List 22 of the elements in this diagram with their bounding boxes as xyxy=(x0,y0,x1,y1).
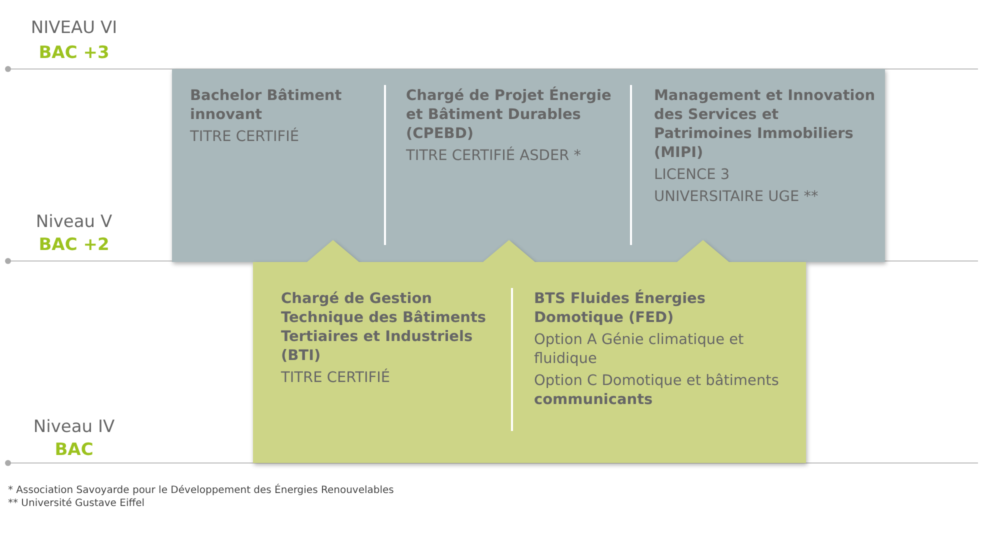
course-title: BTS Fluides Énergies Domotique (FED) xyxy=(534,290,707,328)
footnote: * Association Savoyarde pour le Développement des Énergies Renouvelables xyxy=(8,485,394,496)
level-name: Niveau IV xyxy=(32,416,116,438)
level-name: Niveau V xyxy=(34,211,114,233)
course-detail: TITRE CERTIFIÉ ASDER * xyxy=(406,147,582,166)
level-degree: BAC +3 xyxy=(38,42,110,64)
course-detail: LICENCE 3 xyxy=(654,166,731,185)
level-degree: BAC +2 xyxy=(38,234,110,256)
footnote: ** Université Gustave Eiffel xyxy=(8,498,145,509)
panel-box xyxy=(172,69,885,262)
course-title: Management et Innovation des Services et Patrimoines Immobiliers (MIPI) xyxy=(654,87,876,163)
course-detail: Option A Génie climatique et fluidique xyxy=(534,331,745,369)
level-degree: BAC xyxy=(54,439,94,461)
course-detail: TITRE CERTIFIÉ xyxy=(281,369,392,388)
course-title: Bachelor Bâtiment innovant xyxy=(190,87,343,125)
course-detail: Option C Domotique et bâtiments communicants xyxy=(534,372,780,410)
panel-box xyxy=(253,240,806,463)
level-name: NIVEAU VI xyxy=(30,17,118,39)
course-detail: TITRE CERTIFIÉ xyxy=(190,128,300,147)
course-detail: UNIVERSITAIRE UGE ** xyxy=(654,188,820,207)
course-title: Chargé de Projet Énergie et Bâtiment Durables (CPEBD) xyxy=(406,87,612,144)
course-title: Chargé de Gestion Technique des Bâtiments Tertiaires et Industriels (BTI) xyxy=(281,290,488,366)
